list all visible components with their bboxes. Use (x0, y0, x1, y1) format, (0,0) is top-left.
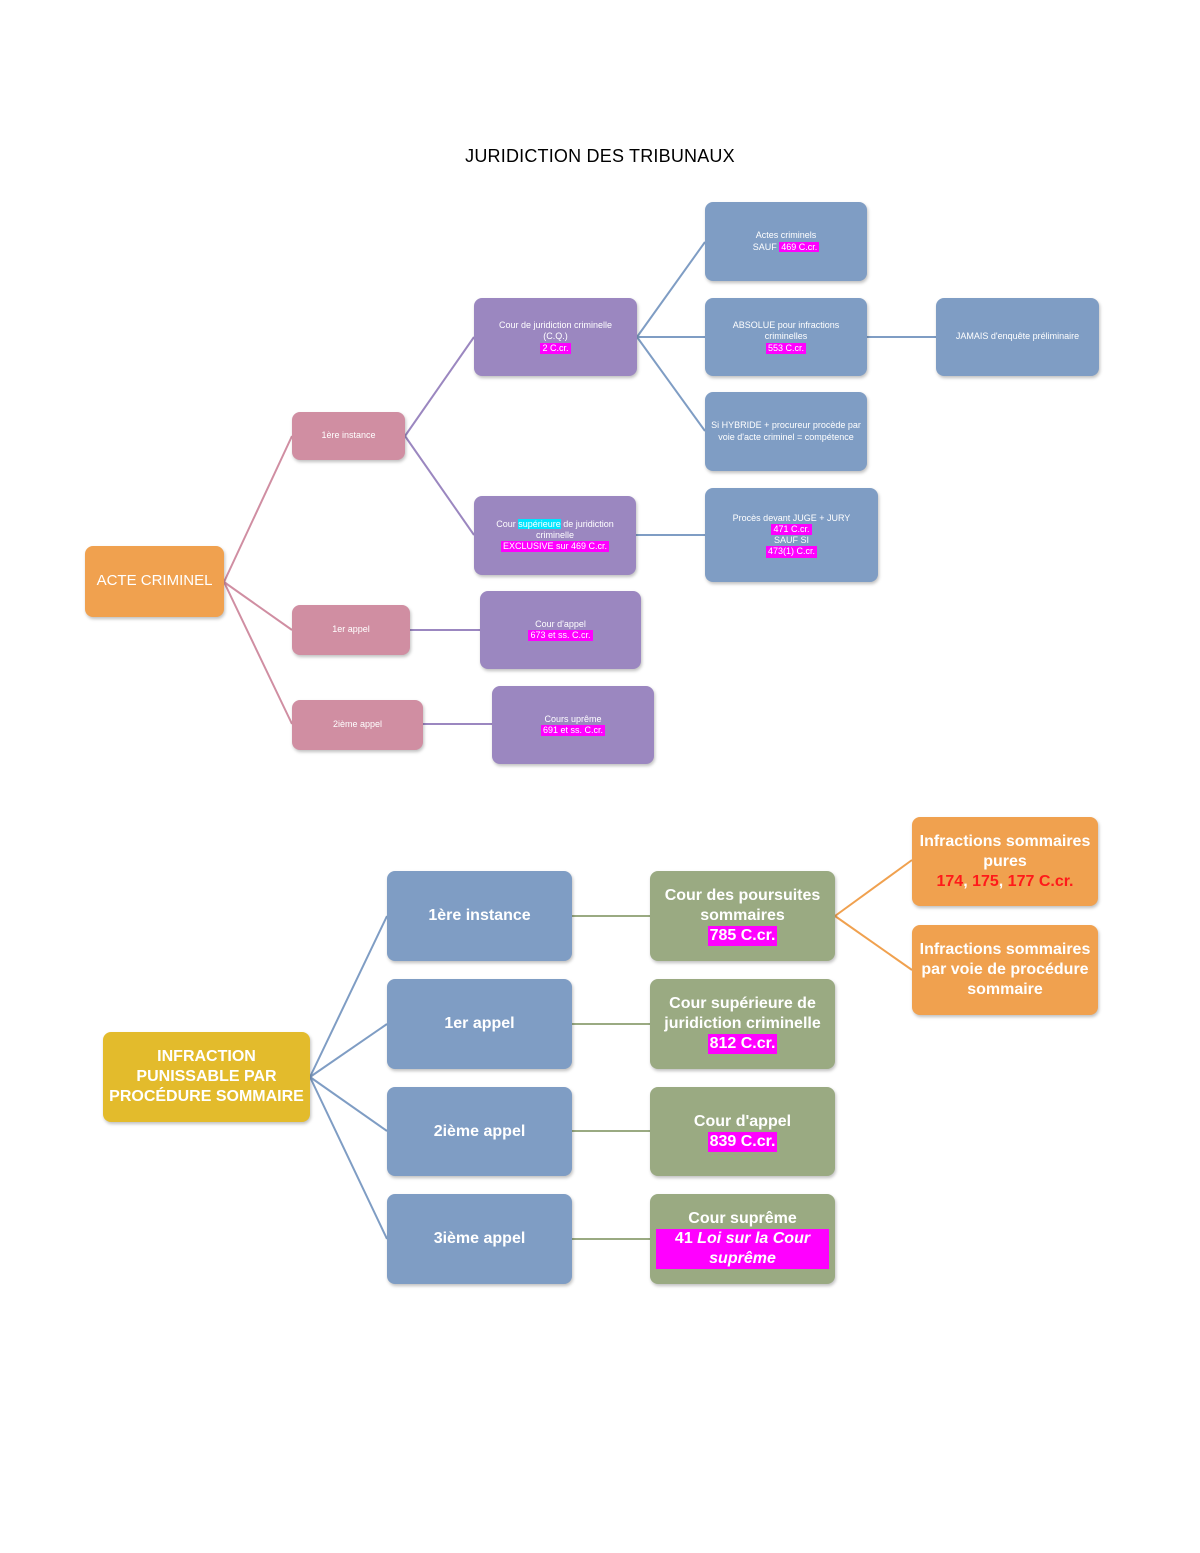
pures-r3: 177 C.cr. (1007, 872, 1074, 890)
level-1er-appel-label: 1er appel (444, 1015, 515, 1032)
cjc-line2: (C.Q.) (543, 331, 568, 342)
proces-line1: Procès devant JUGE + JURY (732, 512, 851, 523)
premiere-instance-label: 1ère instance (321, 430, 376, 441)
court-supreme-node: Cour suprême 41 Loi sur la Cour suprême (650, 1194, 835, 1284)
link2-c1-pures (834, 859, 913, 917)
csup-pre: Cour (496, 518, 519, 529)
link2-root-1 (309, 915, 388, 1078)
acte-criminel-label: ACTE CRIMINEL (96, 572, 213, 590)
pures-r1: 174 (936, 872, 964, 890)
link2-root-2 (309, 1023, 388, 1078)
court-poursuites-sommaires-node: Cour des poursuites sommaires 785 C.cr. (650, 871, 835, 961)
level-1er-appel-node: 1er appel (387, 979, 572, 1069)
csup-text: Cour supérieure de juridiction criminell… (480, 518, 630, 542)
voie-label: Infractions sommaires par voie de procéd… (919, 941, 1091, 998)
court4-ref-law: Loi sur la Cour suprême (697, 1230, 811, 1267)
csup-ref: EXCLUSIVE sur 469 C.cr. (500, 541, 610, 553)
cour-supreme-node: Cours uprême 691 et ss. C.cr. (492, 686, 654, 764)
csup-highlight: supérieure (518, 518, 561, 529)
link-root-2ieme (223, 581, 293, 725)
deuxieme-appel-node: 2ième appel (292, 700, 423, 750)
hybride-node: Si HYBRIDE + procureur procède par voie … (705, 392, 867, 471)
infractions-voie-sommaire-node: Infractions sommaires par voie de procéd… (912, 925, 1098, 1015)
actes-criminels-node: Actes criminels SAUF 469 C.cr. (705, 202, 867, 281)
cappel-line1: Cour d'appel (535, 618, 586, 629)
pures-sep1: , (963, 872, 973, 890)
actes-line1: Actes criminels (755, 230, 817, 241)
actes-line2: SAUF (752, 241, 780, 252)
premier-appel-node: 1er appel (292, 605, 410, 655)
csupreme-ref: 691 et ss. C.cr. (540, 725, 606, 737)
link2-c1-voie (834, 915, 913, 971)
level-3ieme-appel-label: 3ième appel (433, 1230, 526, 1247)
court-appel-node: Cour d'appel 839 C.cr. (650, 1087, 835, 1176)
infraction-sommaire-label: INFRACTION PUNISSABLE PAR PROCÉDURE SOMM… (109, 1048, 304, 1105)
cour-appel-node: Cour d'appel 673 et ss. C.cr. (480, 591, 641, 669)
proces-ref1: 471 C.cr. (771, 523, 812, 535)
cjc-line1: Cour de juridiction criminelle (498, 320, 613, 331)
infraction-sommaire-node: INFRACTION PUNISSABLE PAR PROCÉDURE SOMM… (103, 1032, 310, 1122)
link2-root-3 (309, 1076, 388, 1132)
link-root-1ere (223, 435, 293, 583)
proces-line2: SAUF SI (773, 535, 809, 545)
jamais-label: JAMAIS d'enquête préliminaire (955, 331, 1080, 342)
absolue-node: ABSOLUE pour infractions criminelles 553… (705, 298, 867, 376)
court1-ref: 785 C.cr. (707, 926, 778, 946)
csup-post: de juridiction criminelle (535, 518, 614, 540)
acte-criminel-node: ACTE CRIMINEL (85, 546, 224, 617)
absolue-ref: 553 C.cr. (765, 342, 807, 354)
csupreme-line1: Cours uprême (544, 713, 602, 724)
proces-ref2: 473(1) C.cr. (765, 546, 818, 558)
absolue-line1: ABSOLUE pour infractions criminelles (732, 320, 840, 342)
link-1ere-csup (404, 435, 475, 536)
court3-ref: 839 C.cr. (707, 1131, 778, 1152)
cjc-ref: 2 C.cr. (540, 342, 571, 354)
level-2ieme-appel-node: 2ième appel (387, 1087, 572, 1176)
pures-r2: 175 (972, 872, 999, 890)
court4-ref-num: 41 (674, 1230, 698, 1247)
cappel-ref: 673 et ss. C.cr. (528, 630, 593, 642)
hybride-line1: Si HYBRIDE + procureur procède par voie … (711, 420, 861, 442)
cour-superieure-node: Cour supérieure de juridiction criminell… (474, 496, 636, 575)
level-3ieme-appel-node: 3ième appel (387, 1194, 572, 1284)
link-root-1er (223, 581, 293, 631)
court4-ref: 41 Loi sur la Cour suprême (656, 1229, 829, 1269)
pures-refs: 174, 175, 177 C.cr. (936, 872, 1073, 892)
actes-ref: 469 C.cr. (779, 241, 820, 252)
court-superieure-node: Cour supérieure de juridiction criminell… (650, 979, 835, 1069)
proces-juge-jury-node: Procès devant JUGE + JURY 471 C.cr. SAUF… (705, 488, 878, 582)
court2-name: Cour supérieure de juridiction criminell… (664, 995, 821, 1032)
level-1ere-instance-node: 1ère instance (387, 871, 572, 961)
court1-name: Cour des poursuites sommaires (664, 887, 821, 924)
cour-juridiction-criminelle-node: Cour de juridiction criminelle (C.Q.) 2 … (474, 298, 637, 376)
premier-appel-label: 1er appel (332, 624, 370, 635)
infractions-pures-node: Infractions sommaires pures 174, 175, 17… (912, 817, 1098, 906)
deuxieme-appel-label: 2ième appel (332, 719, 383, 730)
level-1ere-instance-label: 1ère instance (428, 907, 531, 924)
link2-root-4 (309, 1076, 388, 1240)
actes-line2-wrap: SAUF 469 C.cr. (752, 241, 820, 253)
pures-sep2: , (998, 872, 1008, 890)
link-cjc-hybride (636, 336, 706, 432)
premiere-instance-node: 1ère instance (292, 412, 405, 460)
link-cjc-actes (636, 241, 706, 338)
court3-name: Cour d'appel (693, 1112, 792, 1130)
court2-ref: 812 C.cr. (707, 1034, 778, 1054)
jamais-enquete-node: JAMAIS d'enquête préliminaire (936, 298, 1099, 376)
link-1ere-cjc (404, 336, 475, 437)
level-2ieme-appel-label: 2ième appel (433, 1122, 526, 1140)
page-title: JURIDICTION DES TRIBUNAUX (465, 146, 735, 166)
pures-line1: Infractions sommaires pures (919, 832, 1091, 870)
court4-name: Cour suprême (688, 1210, 797, 1227)
